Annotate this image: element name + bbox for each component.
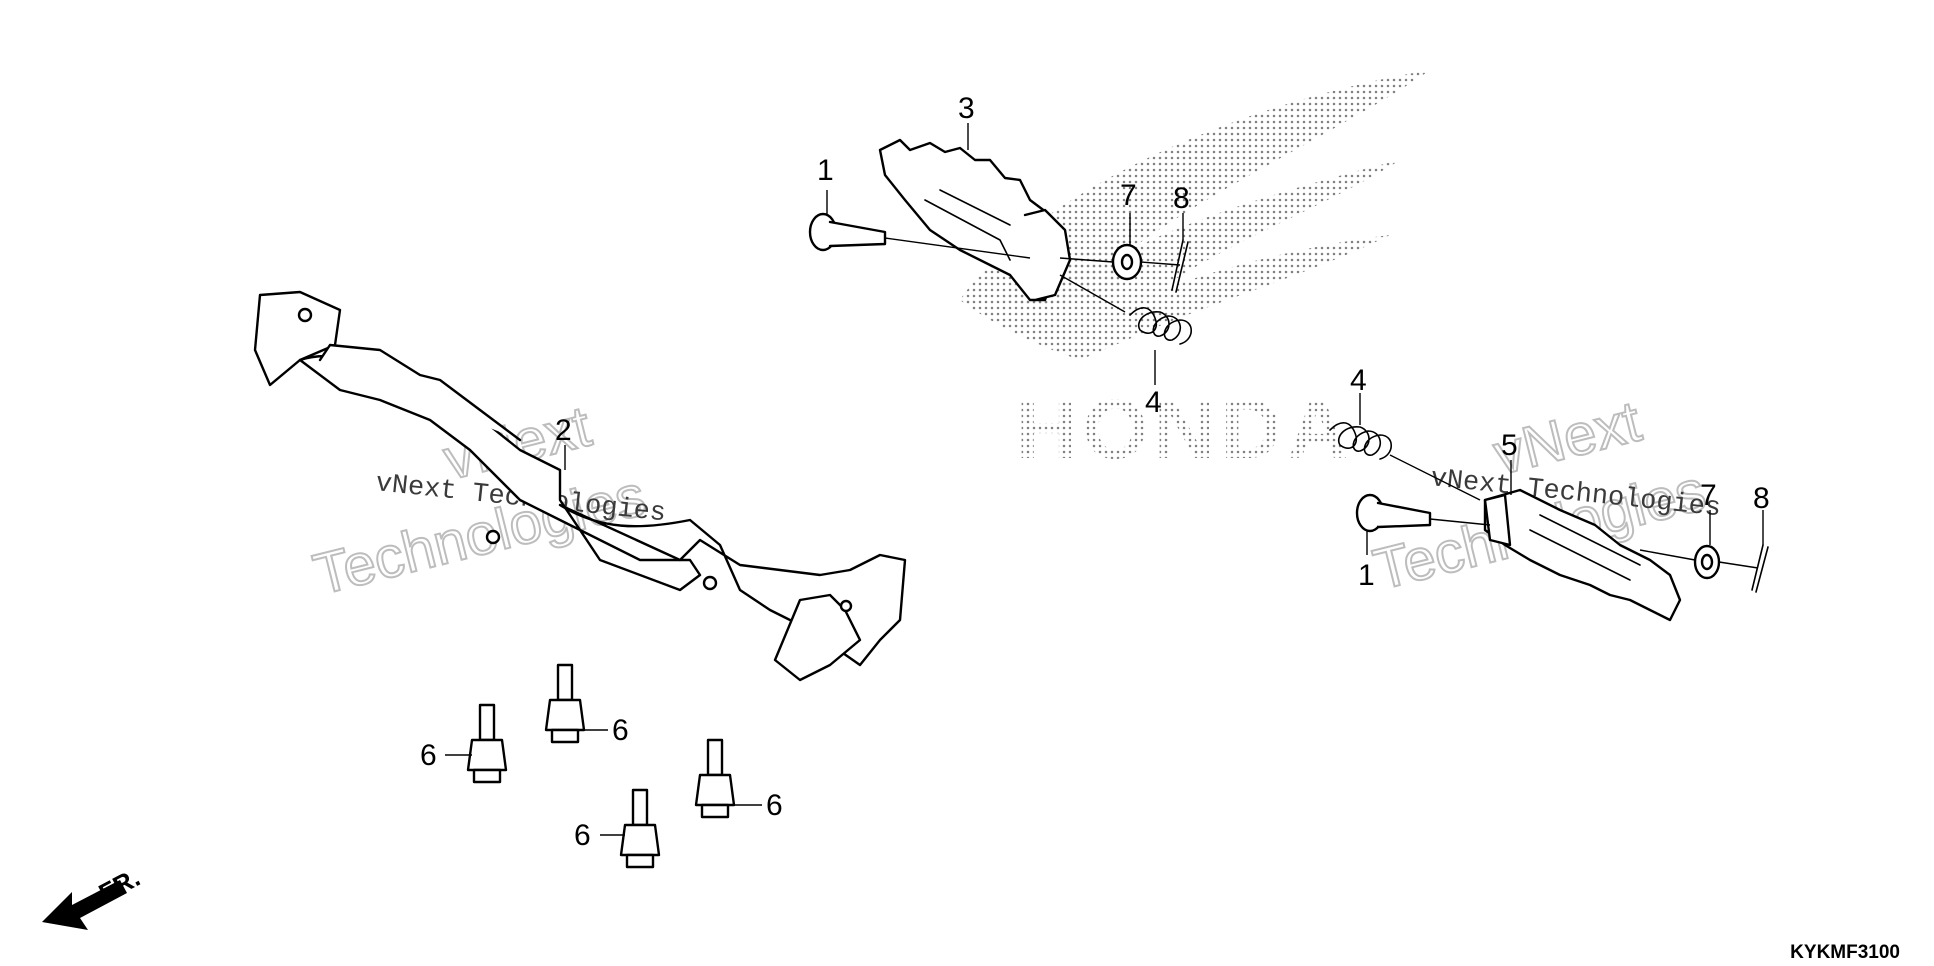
callout-bolt-a: 6 [420,739,437,772]
callout-bolt-c: 6 [766,789,783,822]
cotter-pin-right [1718,544,1769,593]
spring-right [1329,422,1481,501]
washer-left [1059,243,1143,281]
callout-spring-right: 4 [1350,364,1367,397]
callout-cotter-right: 8 [1753,482,1770,515]
callout-bracket: 2 [555,414,572,447]
watermark-right: vNext Technologies vNext Technologies [1366,388,1722,604]
honda-logo-text: HONDA [1016,382,1354,476]
step-bracket [253,290,907,682]
callout-spring-left: 4 [1145,386,1162,419]
pin-right [1355,493,1491,533]
bolt-c [694,738,736,819]
cotter-pin-left [1140,239,1189,293]
callout-pin-left: 1 [817,154,834,187]
pin-left [808,212,1031,259]
bolt-a [466,703,508,784]
callout-bolt-b: 6 [612,714,629,747]
callout-step-left: 3 [958,92,975,125]
callout-washer-left: 7 [1120,179,1137,212]
diagram-code: KYKMF3100 [1790,942,1900,963]
spring-left [1059,274,1193,345]
step-right [1483,488,1682,622]
step-left [878,138,1072,302]
bolt-b [544,663,586,744]
callout-bolt-d: 6 [574,819,591,852]
callout-pin-right: 1 [1358,559,1375,592]
callout-cotter-left: 8 [1173,182,1190,215]
callout-step-right: 5 [1501,429,1518,462]
callout-washer-right: 7 [1700,479,1717,512]
leader-lines [445,123,1764,836]
bolt-d [619,788,661,869]
front-direction-arrow-icon: FR. [42,862,145,930]
washer-right [1639,544,1721,580]
